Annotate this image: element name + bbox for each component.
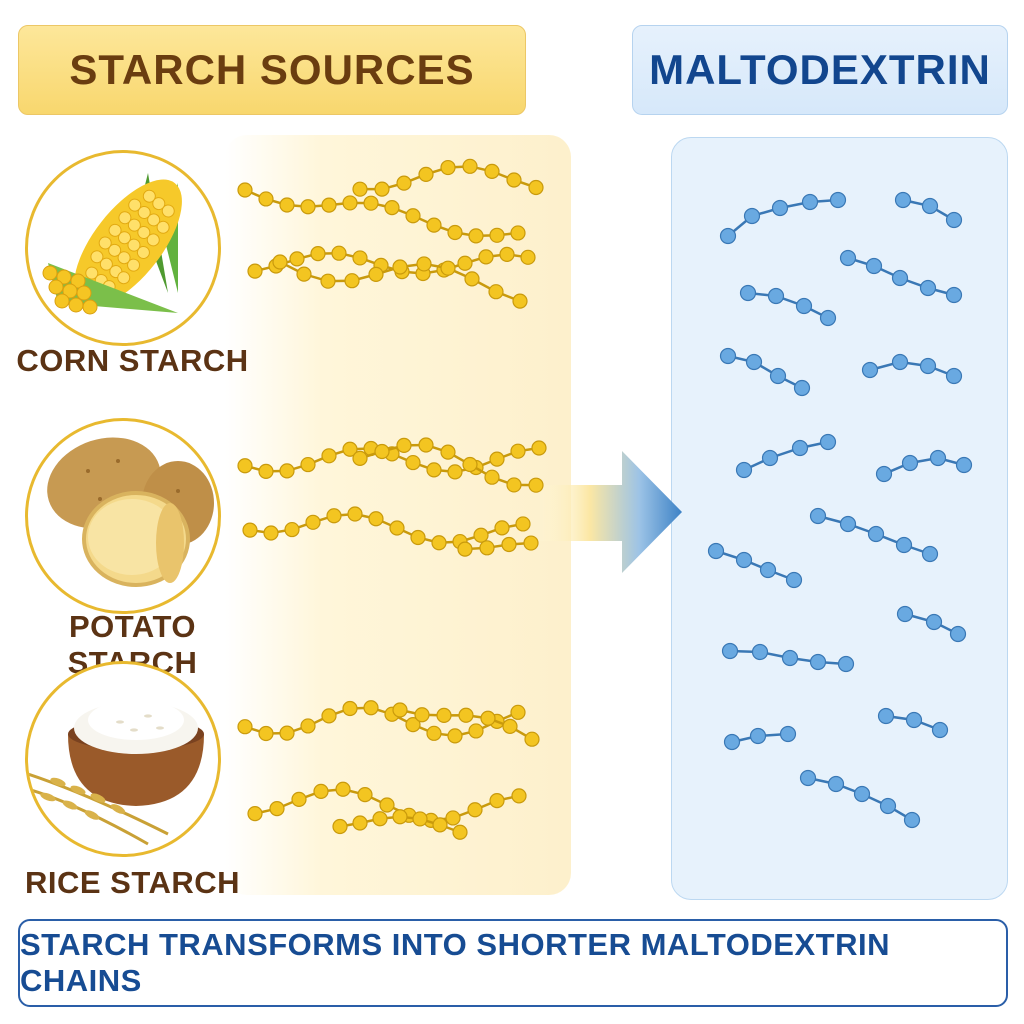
maltodextrin-chain [707, 542, 803, 589]
starch-chain [237, 700, 526, 744]
maltodextrin-chain [721, 642, 855, 673]
maltodextrin-chain [839, 249, 963, 304]
potato-icon [25, 418, 221, 614]
source-label-corn: CORN STARCH [16, 343, 249, 378]
maltodextrin-chain [877, 707, 949, 739]
maltodextrin-chain [739, 284, 837, 327]
maltodextrin-chain [861, 353, 963, 385]
maltodextrin-title: MALTODEXTRIN [632, 25, 1008, 115]
starch-chain [272, 254, 528, 309]
source-label-rice: RICE STARCH [24, 865, 241, 900]
maltodextrin-chain [894, 191, 963, 229]
starch-sources-title: STARCH SOURCES [18, 25, 526, 115]
rice-bowl-icon [25, 661, 221, 857]
maltodextrin-chain [735, 433, 837, 479]
maltodextrin-chain [723, 725, 797, 751]
starch-chain [247, 245, 536, 282]
starch-chain [352, 158, 544, 197]
starch-chain [237, 182, 526, 244]
maltodextrin-chain [809, 507, 939, 563]
starch-chain [352, 437, 544, 493]
maltodextrin-chain [799, 769, 921, 829]
maltodextrin-chain [896, 605, 967, 643]
starch-chain [332, 809, 468, 840]
starch-chain [457, 535, 539, 557]
footer-caption: STARCH TRANSFORMS INTO SHORTER MALTODEXT… [18, 919, 1008, 1007]
right-arrow-icon [540, 451, 682, 573]
maltodextrin-chain [875, 449, 973, 483]
starch-chain [237, 440, 547, 480]
corn-icon [25, 150, 221, 346]
maltodextrin-chain [719, 191, 847, 245]
starch-chain [392, 702, 540, 747]
maltodextrin-chain [719, 347, 811, 397]
starch-chain [242, 506, 531, 551]
